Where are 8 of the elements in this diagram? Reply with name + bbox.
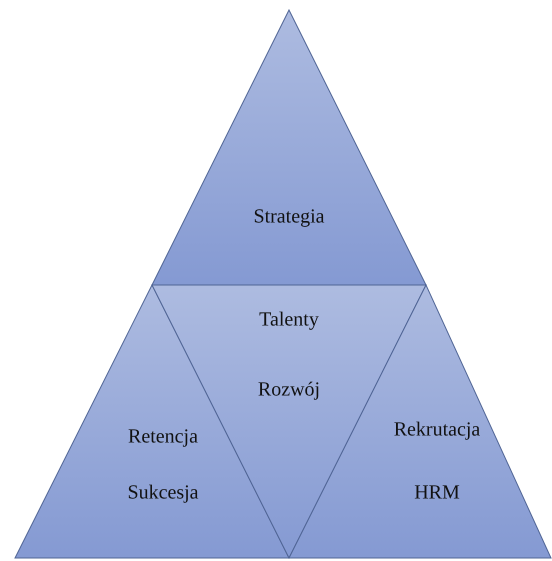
segment-label: Sukcesja bbox=[127, 482, 199, 504]
segment-label: Retencja bbox=[128, 426, 198, 448]
segment-label: Strategia bbox=[253, 206, 325, 228]
segment-label: HRM bbox=[414, 482, 460, 504]
triangle-segment bbox=[152, 10, 426, 285]
segment-label: Rekrutacja bbox=[394, 418, 480, 442]
segment-label: Rozwój bbox=[258, 378, 320, 402]
segment-label: Talenty bbox=[259, 308, 319, 332]
